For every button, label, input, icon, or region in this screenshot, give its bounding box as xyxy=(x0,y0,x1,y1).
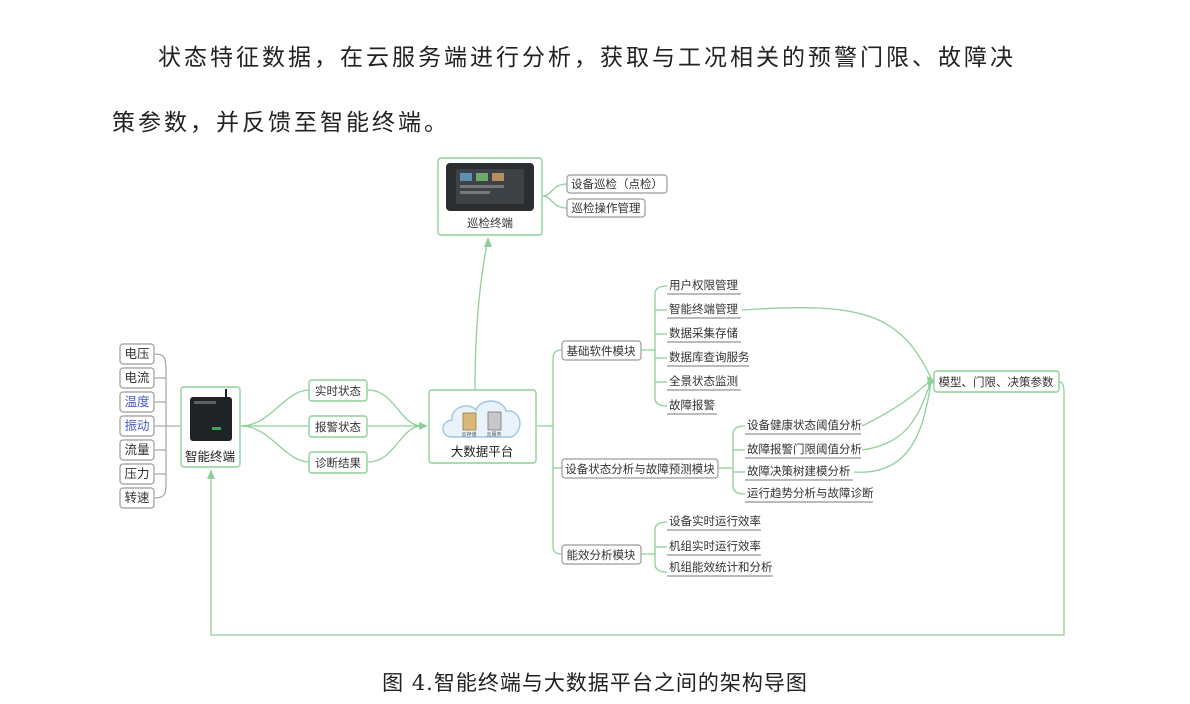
inspection-function-connectors xyxy=(542,183,568,209)
inspection-function-management-label: 巡检操作管理 xyxy=(572,201,641,215)
sensor-temperature-label: 温度 xyxy=(124,394,150,409)
module-energy-efficiency-label: 能效分析模块 xyxy=(567,548,636,562)
module-energy-efficiency-connectors xyxy=(641,521,668,573)
smart-terminal-device-icon xyxy=(190,389,232,441)
module-basic-software: 基础软件模块 xyxy=(561,340,642,361)
sensor-current: 电流 xyxy=(119,367,155,389)
analysis-item-decision-tree: 故障决策树建模分析 xyxy=(747,464,851,478)
platform-to-inspection-connector xyxy=(474,237,492,390)
sensor-vibration: 振动 xyxy=(119,415,155,437)
paragraph-line-2: 策参数，并反馈至智能终端。 xyxy=(112,110,450,136)
basic-item-data-acquisition: 数据采集存储 xyxy=(669,326,738,340)
sensor-speed: 转速 xyxy=(119,487,155,509)
analysis-item-alarm-threshold: 故障报警门限阈值分析 xyxy=(747,442,862,456)
module-state-analysis-items: 设备健康状态阈值分析 故障报警门限阈值分析 故障决策树建模分析 运行趋势分析与故… xyxy=(745,418,874,503)
sensor-flow: 流量 xyxy=(119,439,155,461)
state-realtime: 实时状态 xyxy=(308,379,368,402)
basic-item-terminal-management: 智能终端管理 xyxy=(669,302,738,316)
module-energy-efficiency: 能效分析模块 xyxy=(561,544,642,565)
inspection-function-management: 巡检操作管理 xyxy=(566,198,646,218)
module-basic-software-connectors xyxy=(641,285,668,407)
tablet-icon xyxy=(446,163,534,211)
energy-item-device-efficiency: 设备实时运行效率 xyxy=(669,514,761,528)
big-data-platform-node: 云存储 云服务 大数据平台 xyxy=(428,389,537,464)
module-state-analysis-label: 设备状态分析与故障预测模块 xyxy=(565,462,715,476)
sensor-temperature: 温度 xyxy=(119,391,155,413)
module-basic-software-label: 基础软件模块 xyxy=(567,344,636,358)
state-list: 实时状态 报警状态 诊断结果 xyxy=(308,379,368,474)
state-diagnosis: 诊断结果 xyxy=(308,451,368,474)
output-parameters-node: 模型、门限、决策参数 xyxy=(933,370,1060,393)
sensor-pressure-label: 压力 xyxy=(124,466,149,481)
paragraph-line-1: 状态特征数据，在云服务端进行分析，获取与工况相关的预警门限、故障决 xyxy=(158,45,1016,71)
analysis-item-trend-diagnosis: 运行趋势分析与故障诊断 xyxy=(747,486,874,500)
state-alarm-label: 报警状态 xyxy=(315,420,361,434)
sensor-voltage-label: 电压 xyxy=(124,346,149,361)
sensor-vibration-label: 振动 xyxy=(124,418,149,433)
smart-terminal-node: 智能终端 xyxy=(180,386,241,468)
basic-item-user-permission: 用户权限管理 xyxy=(669,278,738,292)
sensor-current-label: 电流 xyxy=(124,370,150,385)
inspection-terminal-label: 巡检终端 xyxy=(467,216,513,230)
inspection-function-patrol: 设备巡检（点检） xyxy=(566,174,668,194)
cloud-icon: 云存储 云服务 xyxy=(442,400,521,438)
state-realtime-label: 实时状态 xyxy=(315,384,361,398)
sensor-connectors xyxy=(154,353,180,499)
energy-item-unit-statistics: 机组能效统计和分析 xyxy=(669,560,773,574)
sensor-pressure: 压力 xyxy=(119,463,155,485)
smart-terminal-label: 智能终端 xyxy=(185,449,235,464)
states-to-platform-connectors xyxy=(367,389,428,463)
module-list: 基础软件模块 设备状态分析与故障预测模块 能效分析模块 xyxy=(561,340,719,565)
inspection-function-patrol-label: 设备巡检（点检） xyxy=(571,177,663,191)
big-data-platform-label: 大数据平台 xyxy=(451,444,514,459)
feedback-loop-connector xyxy=(207,381,1065,636)
energy-item-unit-efficiency: 机组实时运行效率 xyxy=(669,539,761,553)
module-basic-software-items: 用户权限管理 智能终端管理 数据采集存储 数据库查询服务 全景状态监测 故障报警 xyxy=(667,278,750,415)
module-state-analysis: 设备状态分析与故障预测模块 xyxy=(561,458,719,479)
cloud-icon-label-storage: 云存储 xyxy=(461,431,476,438)
sensor-voltage: 电压 xyxy=(119,343,155,365)
inspection-function-list: 设备巡检（点检） 巡检操作管理 xyxy=(566,174,668,218)
state-diagnosis-label: 诊断结果 xyxy=(315,456,361,470)
module-energy-efficiency-items: 设备实时运行效率 机组实时运行效率 机组能效统计和分析 xyxy=(667,514,773,577)
inspection-terminal-node: 巡检终端 xyxy=(437,157,543,236)
module-state-analysis-connectors xyxy=(718,425,746,495)
basic-item-fault-alarm: 故障报警 xyxy=(669,398,715,412)
output-parameters-label: 模型、门限、决策参数 xyxy=(939,375,1054,389)
cloud-icon-label-service: 云服务 xyxy=(486,431,501,438)
sensor-speed-label: 转速 xyxy=(124,490,150,505)
figure-caption: 图 4.智能终端与大数据平台之间的架构导图 xyxy=(382,671,808,695)
basic-item-database-query: 数据库查询服务 xyxy=(669,350,750,364)
state-alarm: 报警状态 xyxy=(308,415,368,438)
basic-item-panorama-monitoring: 全景状态监测 xyxy=(669,374,738,388)
items-to-output-connectors xyxy=(741,306,937,473)
platform-to-modules-connectors xyxy=(537,349,563,555)
sensor-list: 电压 电流 温度 振动 流量 压力 转速 xyxy=(119,343,155,509)
analysis-item-health-threshold: 设备健康状态阈值分析 xyxy=(747,418,862,432)
terminal-to-states-connectors xyxy=(240,389,310,463)
sensor-flow-label: 流量 xyxy=(124,442,149,457)
